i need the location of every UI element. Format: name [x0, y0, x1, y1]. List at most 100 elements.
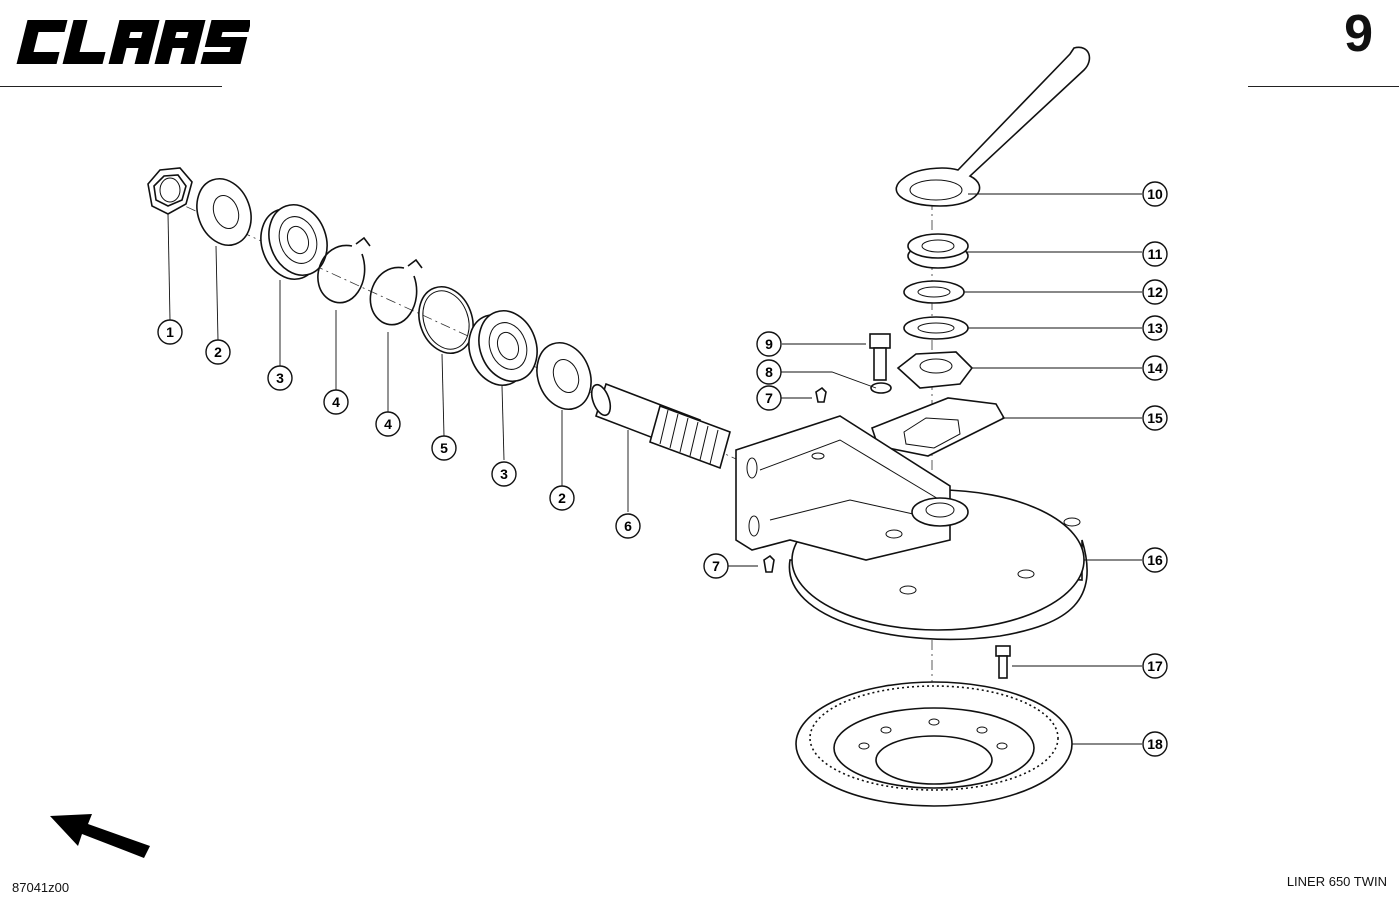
figure-code: 87041z00: [12, 880, 70, 895]
callout-3: 3: [491, 461, 517, 487]
washer-part-left: [196, 178, 252, 246]
cap-screw-part: [995, 645, 1011, 679]
callout-circle: [1142, 279, 1168, 305]
callout-17: 17: [1142, 653, 1168, 679]
callout-circle: [323, 389, 349, 415]
washer-part-12: [903, 280, 965, 304]
callout-10: 10: [1142, 181, 1168, 207]
callout-circle: [375, 411, 401, 437]
callout-circle: [491, 461, 517, 487]
callout-6: 6: [615, 513, 641, 539]
ball-bearing-part-left: [260, 204, 328, 280]
callout-circle: [756, 359, 782, 385]
callout-label: 2: [558, 490, 566, 506]
callout-label: 14: [1147, 360, 1163, 376]
callout-label: 13: [1147, 320, 1163, 336]
callout-label: 1: [166, 324, 174, 340]
claas-logo: [16, 20, 250, 64]
callout-label: 10: [1147, 186, 1163, 202]
callout-1: 1: [157, 319, 183, 345]
pinion-shaft-part: [590, 382, 731, 470]
callout-label: 4: [384, 416, 392, 432]
callout-label: 3: [276, 370, 284, 386]
grease-nipple-upper: [815, 386, 827, 403]
direction-arrow-icon: [50, 814, 150, 858]
callout-2: 2: [205, 339, 231, 365]
callout-circle: [1142, 653, 1168, 679]
gasket-plate-part: [871, 397, 1006, 457]
grease-nipple-lower: [763, 554, 775, 573]
callout-circle: [615, 513, 641, 539]
header-rule-right: [1248, 86, 1399, 87]
callout-label: 17: [1147, 658, 1163, 674]
ring-gear-part: [795, 681, 1073, 807]
spanner-wrench-part: [895, 46, 1091, 207]
callout-label: 9: [765, 336, 773, 352]
callout-label: 8: [765, 364, 773, 380]
callout-label: 18: [1147, 736, 1163, 752]
callout-circle: [1142, 181, 1168, 207]
callout-2: 2: [549, 485, 575, 511]
circlip-part-a: [317, 236, 371, 304]
gearbox-housing-part: [735, 415, 1088, 641]
washer-hole-13: [917, 322, 955, 334]
callout-circle: [431, 435, 457, 461]
callout-4: 4: [323, 389, 349, 415]
callout-circle: [1142, 241, 1168, 267]
washer-part-13: [903, 316, 969, 340]
shaft-axis-line: [149, 189, 761, 471]
callout-circle: [1142, 315, 1168, 341]
callout-label: 7: [712, 558, 720, 574]
callout-circle: [1142, 731, 1168, 757]
callout-label: 3: [500, 466, 508, 482]
small-washer-part: [870, 382, 892, 394]
callout-circle: [703, 553, 729, 579]
callout-circle: [756, 385, 782, 411]
leader-lines: [167, 193, 1142, 745]
callout-18: 18: [1142, 731, 1168, 757]
callout-5: 5: [431, 435, 457, 461]
callout-7: 7: [703, 553, 729, 579]
callout-16: 16: [1142, 547, 1168, 573]
callout-circle: [549, 485, 575, 511]
callout-circle: [267, 365, 293, 391]
callout-circle: [1142, 547, 1168, 573]
callout-3: 3: [267, 365, 293, 391]
circlip-part-b: [369, 258, 423, 326]
callout-label: 2: [214, 344, 222, 360]
callout-circle: [1142, 355, 1168, 381]
callout-7: 7: [756, 385, 782, 411]
page-number: 9: [1344, 5, 1373, 63]
hex-nut-part: [147, 167, 193, 215]
callout-label: 16: [1147, 552, 1163, 568]
callout-8: 8: [756, 359, 782, 385]
callout-label: 5: [440, 440, 448, 456]
callout-circle: [157, 319, 183, 345]
callout-14: 14: [1142, 355, 1168, 381]
hex-bolt-part: [869, 333, 891, 381]
callout-9: 9: [756, 331, 782, 357]
model-name: LINER 650 TWIN: [1286, 874, 1387, 889]
callout-11: 11: [1142, 241, 1168, 267]
washer-hole-12: [917, 286, 951, 298]
callout-label: 11: [1148, 246, 1163, 262]
callout-15: 15: [1142, 405, 1168, 431]
callout-13: 13: [1142, 315, 1168, 341]
callout-label: 6: [624, 518, 632, 534]
ball-bearing-part-right: [468, 310, 538, 386]
hex-nut-part-large: [896, 351, 974, 389]
castle-nut-part: [907, 233, 969, 269]
retaining-ring-part: [418, 286, 474, 354]
callout-circle: [1142, 405, 1168, 431]
callout-12: 12: [1142, 279, 1168, 305]
callout-label: 15: [1147, 410, 1163, 426]
washer-part-right: [536, 342, 592, 410]
header-rule-left: [0, 86, 222, 87]
callout-4: 4: [375, 411, 401, 437]
callout-label: 7: [765, 390, 773, 406]
callout-label: 12: [1147, 284, 1163, 300]
callout-circle: [205, 339, 231, 365]
